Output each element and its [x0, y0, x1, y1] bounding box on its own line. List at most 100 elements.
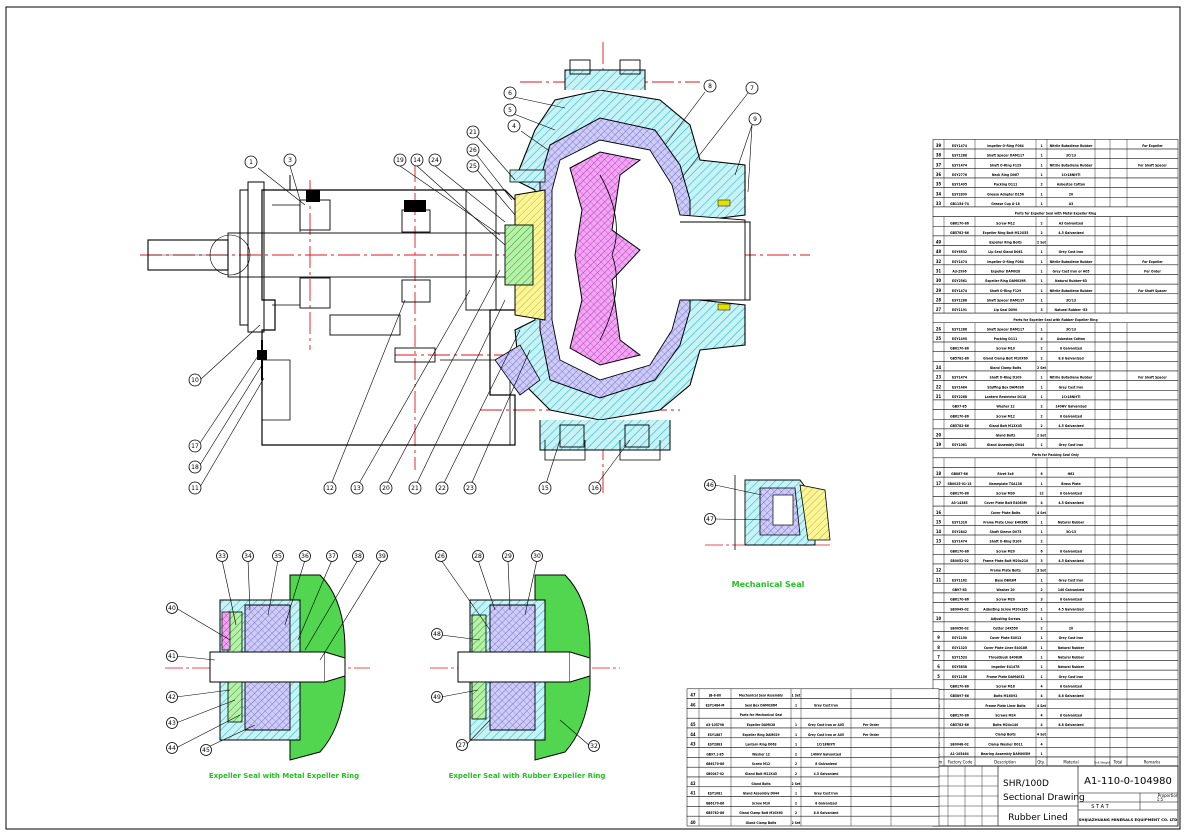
bom-main-cell-qty: 1: [1040, 520, 1042, 524]
balloon-5: 5: [503, 103, 517, 117]
bom-left-cell-code: SB0047-02: [706, 772, 724, 776]
bom-main-cell-item: 31: [936, 269, 942, 274]
bom-main-cell-code: GB6170-86: [950, 549, 969, 553]
svg-text:13: 13: [353, 485, 361, 492]
bom-main-cell-mat: 3Cr13: [1066, 327, 1076, 331]
bom-left-cell-code: ESY1887: [708, 733, 723, 737]
bom-main-cell-desc: Bearing Assembly DAM005M: [981, 752, 1030, 756]
balloon-24: 24: [428, 153, 442, 167]
bom-main-cell-qty: 2 Set: [1037, 434, 1046, 438]
bom-left-cell-desc: Expeller DAM028: [747, 723, 776, 727]
bom-main-cell-mat: Nitrile Butadiene Rubber: [1050, 163, 1093, 167]
bom-main-cell-item: 15: [936, 519, 942, 524]
bom-main-cell-item: 13: [936, 539, 942, 544]
balloon-16: 16: [588, 481, 602, 495]
bom-main-cell-mat: Natural Rubber-83: [1055, 279, 1087, 283]
bom-left-cell-mat: Grey Cast Iron: [814, 703, 838, 707]
leader-lines-main: [199, 91, 753, 488]
bom-left-cell-desc: Parts for Mechanical Seal: [740, 713, 783, 717]
bom-header-row: Item Factory Code Description Qty. Mater…: [932, 756, 1179, 767]
bom-main-cell-mat: Grey Cast Iron: [1059, 385, 1084, 389]
svg-text:34: 34: [244, 553, 252, 560]
bom-main-cell-item: 12: [936, 568, 942, 573]
svg-text:4: 4: [512, 123, 516, 130]
bom-main-cell-mat: Brass Plate: [1061, 482, 1080, 486]
bom-left-cell-desc: Screw M12: [752, 762, 770, 766]
svg-text:21: 21: [469, 129, 477, 136]
bom-main-cell-mat: 8 Galvanized: [1060, 414, 1082, 418]
bom-main-cell-desc: Gland Assembly D044: [987, 443, 1024, 447]
bom-left-cell-desc: Expeller Ring DAM029: [742, 733, 779, 737]
bom-main-cell-qty: 3: [1040, 559, 1042, 563]
bom-main-cell-code: ESY1288: [952, 154, 967, 158]
bom-main-cell-code: SB0052-02: [950, 559, 969, 563]
bom-main-cell-desc: Frame Plate Liner Bolts: [985, 704, 1025, 708]
bom-left-cell-item: 44: [690, 732, 696, 737]
bom-left-cell-desc: Gland Clamp Bolt M10X60: [739, 811, 782, 815]
bom-main-cell-desc: Expeller Ring Bolts: [989, 241, 1022, 245]
bom-main-cell-mat: A3 Galvanized: [1059, 221, 1083, 225]
bom-main-cell-code: ESY1474: [952, 540, 967, 544]
bom-left-cell-desc: Gland Bolt M12X45: [745, 772, 777, 776]
bom-left-cell-qty: 1: [795, 703, 797, 707]
bom-main-cell-mat: Asbestos Cotton: [1057, 337, 1085, 341]
svg-text:42: 42: [168, 694, 176, 701]
bom-main-cell-item: 28: [936, 297, 942, 302]
bom-main-cell-qty: 6: [1040, 472, 1042, 476]
balloon-19: 19: [393, 153, 407, 167]
bom-main-cell-mat: Grey Cast Iron: [1059, 578, 1084, 582]
bom-main-cell-desc: Washer 20: [996, 588, 1014, 592]
bom-main-cell-desc: Nameplate TSA136: [989, 482, 1022, 486]
bom-main-cell-code: SB0048-02: [950, 742, 969, 746]
svg-text:27: 27: [458, 742, 466, 749]
bom-main-cell-mat: 140 Galvanized: [1058, 588, 1084, 592]
bom-main-cell-rem: For Shaft Spacer: [1138, 376, 1167, 380]
bom-main-cell-qty: 4: [1040, 694, 1042, 698]
svg-text:16: 16: [591, 485, 599, 492]
bom-left-cell-mat: 8 Galvanized: [815, 762, 836, 766]
svg-text:21: 21: [411, 485, 419, 492]
bom-main-cell-mat: 8.8 Galvanized: [1058, 356, 1083, 360]
bom-left-cell-qty: 2: [795, 811, 797, 815]
bom-main-cell-qty: 1: [1040, 675, 1042, 679]
bom-main-cell-desc: Packing D111: [994, 183, 1017, 187]
bom-main-cell-rem: For Shaft Spacer: [1138, 289, 1167, 293]
bom-main-cell-desc: Impeller O-Ring F064: [987, 260, 1023, 264]
bom-main-cell-item: 8: [937, 645, 940, 650]
bom-main-cell-mat: 8.8 Galvanized: [1058, 694, 1083, 698]
balloon-41: 41: [166, 650, 178, 662]
bom-main-cell-item: 14: [936, 529, 942, 534]
bom-main-cell-qty: 2 Set: [1037, 366, 1046, 370]
bom-main-cell-code: GB5897-86: [950, 694, 969, 698]
balloon-8: 8: [703, 79, 717, 93]
svg-text:Qty.: Qty.: [1037, 760, 1044, 765]
bom-main-cell-item: 7: [937, 655, 940, 660]
bom-left-cell-desc: Mechanical Seal Assembly: [739, 694, 783, 698]
bom-main-cell-desc: Frame Plate DAM4032: [986, 675, 1024, 679]
bom-left-cell-code: GB5782-86: [706, 811, 724, 815]
bom-main-cell-mat: Nitrile Butadiene Rubber: [1050, 260, 1093, 264]
bom-main-cell-code: ESY1316: [952, 520, 967, 524]
caption-metal-expeller: Expeller Seal with Metal Expeller Ring: [209, 772, 359, 780]
bom-main-cell-code: ESY1474: [952, 144, 967, 148]
bom-left-cell-desc: Screw M10: [752, 801, 770, 805]
